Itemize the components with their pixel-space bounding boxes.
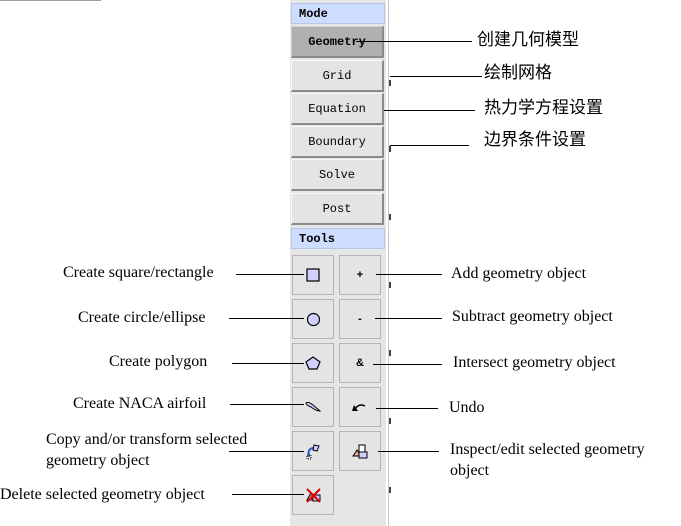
- create-naca-airfoil-button[interactable]: [292, 387, 334, 427]
- annotation-undo: Undo: [449, 399, 485, 416]
- tools-header: Tools: [291, 228, 385, 249]
- airfoil-icon: [305, 401, 322, 412]
- leader-line: [230, 404, 304, 405]
- annotation-boundary-setup: 边界条件设置: [484, 130, 586, 150]
- annotation-copy-transform-line1: Copy and/or transform selected: [46, 431, 248, 448]
- annotation-inspect-edit-line1: Inspect/edit selected geometry: [450, 441, 645, 458]
- minus-icon: -: [358, 313, 362, 325]
- annotation-create-naca-airfoil: Create NACA airfoil: [73, 395, 207, 412]
- mode-header: Mode: [291, 3, 385, 24]
- annotation-add-geometry: Add geometry object: [451, 265, 587, 282]
- scroll-tick: [389, 282, 391, 288]
- leader-line: [375, 318, 442, 319]
- mode-button-boundary[interactable]: Boundary: [291, 126, 384, 158]
- leader-line: [236, 274, 304, 275]
- mode-button-solve[interactable]: Solve: [291, 159, 384, 191]
- annotation-inspect-edit-line2: object: [450, 462, 490, 479]
- top-divider: [0, 0, 101, 1]
- create-ellipse-button[interactable]: [292, 299, 334, 339]
- create-rectangle-button[interactable]: [292, 255, 334, 295]
- mode-button-equation[interactable]: Equation: [291, 93, 384, 125]
- inspect-edit-icon: [352, 444, 368, 459]
- delete-geometry-button[interactable]: [292, 475, 334, 515]
- leader-line: [232, 363, 304, 364]
- annotation-intersect-geometry: Intersect geometry object: [453, 354, 616, 371]
- mode-button-geometry[interactable]: Geometry: [291, 26, 384, 58]
- scroll-tick: [389, 80, 391, 86]
- add-geometry-button[interactable]: +: [339, 255, 381, 295]
- scroll-tick: [389, 350, 391, 356]
- scroll-tick: [389, 214, 391, 220]
- subtract-geometry-button[interactable]: -: [339, 299, 381, 339]
- annotation-draw-grid: 绘制网格: [484, 63, 552, 83]
- annotation-create-polygon: Create polygon: [109, 353, 208, 370]
- plus-icon: +: [356, 269, 364, 281]
- leader-line: [373, 364, 442, 365]
- undo-arrow-icon: [352, 404, 366, 411]
- annotation-subtract-geometry: Subtract geometry object: [452, 308, 613, 325]
- annotation-create-geometry-model: 创建几何模型: [477, 30, 579, 50]
- undo-button[interactable]: [339, 387, 381, 427]
- leader-line: [376, 274, 442, 275]
- annotation-create-rectangle: Create square/rectangle: [63, 264, 214, 281]
- mode-button-grid[interactable]: Grid: [291, 60, 384, 92]
- leader-line: [229, 451, 304, 452]
- leader-line: [384, 110, 475, 111]
- leader-line: [232, 494, 304, 495]
- circle-icon: [306, 312, 320, 326]
- annotation-copy-transform-line2: geometry object: [46, 452, 150, 469]
- leader-line: [229, 318, 304, 319]
- ampersand-icon: &: [356, 357, 364, 369]
- intersect-geometry-button[interactable]: &: [339, 343, 381, 383]
- panel-scrollbar[interactable]: [388, 0, 389, 526]
- scroll-tick: [389, 418, 391, 424]
- leader-line: [390, 145, 469, 146]
- scroll-tick: [389, 487, 391, 493]
- annotation-create-ellipse: Create circle/ellipse: [78, 309, 206, 326]
- mode-button-post[interactable]: Post: [291, 193, 384, 225]
- inspect-edit-button[interactable]: [339, 431, 381, 471]
- annotation-equation-setup: 热力学方程设置: [484, 98, 603, 118]
- copy-transform-icon: [306, 444, 320, 460]
- panel-edge: [386, 0, 388, 526]
- leader-line: [390, 76, 482, 77]
- square-icon: [306, 268, 320, 282]
- leader-line: [376, 408, 438, 409]
- leader-line: [378, 451, 439, 452]
- pentagon-icon: [305, 356, 321, 370]
- delete-x-icon: [306, 488, 321, 503]
- scroll-tick: [389, 146, 391, 152]
- leader-line: [356, 41, 472, 42]
- annotation-delete-geometry: Delete selected geometry object: [0, 486, 205, 503]
